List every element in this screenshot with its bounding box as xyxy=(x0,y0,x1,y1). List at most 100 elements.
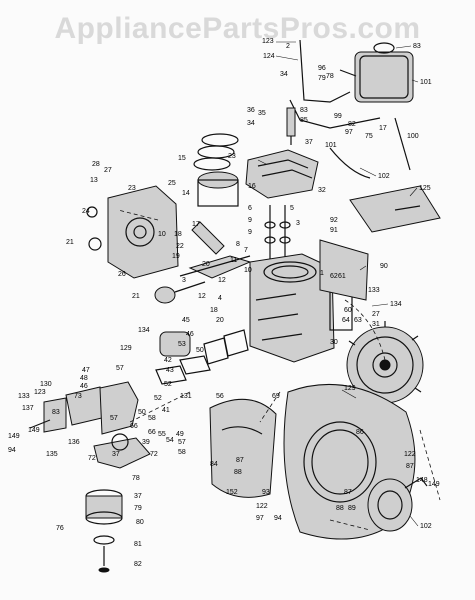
svg-text:19: 19 xyxy=(172,253,180,260)
svg-text:101: 101 xyxy=(420,79,432,86)
svg-text:69: 69 xyxy=(272,393,280,400)
svg-text:87: 87 xyxy=(236,457,244,464)
svg-text:21: 21 xyxy=(66,239,74,246)
svg-text:41: 41 xyxy=(162,407,170,414)
svg-text:1: 1 xyxy=(320,270,324,277)
svg-text:50: 50 xyxy=(138,409,146,416)
svg-text:122: 122 xyxy=(256,503,268,510)
svg-text:10: 10 xyxy=(244,267,252,274)
svg-text:137: 137 xyxy=(22,405,34,412)
svg-text:148: 148 xyxy=(416,477,428,484)
intake-gaskets xyxy=(155,329,249,385)
svg-text:30: 30 xyxy=(330,339,338,346)
valves xyxy=(264,205,291,260)
svg-text:100: 100 xyxy=(407,133,419,140)
part-label: 124 xyxy=(263,53,275,60)
svg-text:34: 34 xyxy=(280,71,288,78)
svg-text:11: 11 xyxy=(230,257,237,264)
svg-text:3: 3 xyxy=(182,277,186,284)
svg-text:83: 83 xyxy=(300,107,308,114)
svg-text:73: 73 xyxy=(74,393,82,400)
svg-text:90: 90 xyxy=(380,263,388,270)
svg-text:58: 58 xyxy=(178,449,186,456)
spark-plug xyxy=(286,107,296,145)
svg-text:57: 57 xyxy=(116,365,124,372)
svg-text:62: 62 xyxy=(330,273,338,280)
svg-text:99: 99 xyxy=(334,113,342,120)
svg-text:57: 57 xyxy=(110,415,118,422)
svg-text:122: 122 xyxy=(404,451,416,458)
part-number-labels: 123 124 2 34 83 101 96 79 78 36 34 35 83… xyxy=(8,38,440,568)
svg-text:36: 36 xyxy=(247,107,255,114)
muffler xyxy=(339,42,414,103)
svg-text:91: 91 xyxy=(330,227,338,234)
svg-text:25: 25 xyxy=(168,180,176,187)
svg-text:75: 75 xyxy=(365,133,373,140)
svg-text:83: 83 xyxy=(52,409,60,416)
svg-text:129: 129 xyxy=(344,385,356,392)
svg-text:61: 61 xyxy=(338,273,346,280)
svg-text:4: 4 xyxy=(218,295,222,302)
svg-text:133: 133 xyxy=(368,287,380,294)
leader-lines xyxy=(257,41,419,527)
svg-text:23: 23 xyxy=(128,185,136,192)
svg-text:43: 43 xyxy=(166,367,174,374)
svg-text:31: 31 xyxy=(372,321,380,328)
svg-text:7: 7 xyxy=(244,247,248,254)
svg-text:149: 149 xyxy=(28,427,40,434)
svg-text:13: 13 xyxy=(90,177,98,184)
svg-text:136: 136 xyxy=(68,439,80,446)
svg-text:37: 37 xyxy=(112,451,120,458)
svg-text:134: 134 xyxy=(390,301,402,308)
svg-text:135: 135 xyxy=(46,451,58,458)
svg-text:10: 10 xyxy=(158,231,166,238)
svg-text:24: 24 xyxy=(82,208,90,215)
svg-text:18: 18 xyxy=(174,231,182,238)
svg-text:76: 76 xyxy=(56,525,64,532)
breather-cover xyxy=(319,239,369,301)
svg-text:96: 96 xyxy=(318,65,326,72)
svg-text:82: 82 xyxy=(134,561,142,568)
svg-text:79: 79 xyxy=(134,505,142,512)
svg-text:125: 125 xyxy=(419,185,431,192)
svg-text:12: 12 xyxy=(198,293,206,300)
svg-text:87: 87 xyxy=(344,489,352,496)
svg-text:22: 22 xyxy=(176,243,184,250)
svg-text:80: 80 xyxy=(136,519,144,526)
site-watermark: AppliancePartsPros.com xyxy=(54,12,421,45)
svg-text:92: 92 xyxy=(330,217,338,224)
svg-text:134: 134 xyxy=(138,327,150,334)
svg-text:149: 149 xyxy=(8,433,20,440)
air-baffle xyxy=(209,398,277,498)
svg-text:85: 85 xyxy=(300,117,308,124)
svg-text:57: 57 xyxy=(178,439,186,446)
svg-text:60: 60 xyxy=(344,307,352,314)
svg-text:34: 34 xyxy=(247,120,255,127)
svg-text:78: 78 xyxy=(132,475,140,482)
svg-text:63: 63 xyxy=(354,317,362,324)
svg-text:129: 129 xyxy=(120,345,132,352)
svg-text:35: 35 xyxy=(258,110,266,117)
svg-text:64: 64 xyxy=(342,317,350,324)
svg-text:55: 55 xyxy=(158,431,166,438)
svg-text:81: 81 xyxy=(134,541,142,548)
svg-text:45: 45 xyxy=(182,317,190,324)
svg-text:97: 97 xyxy=(345,129,353,136)
svg-text:86: 86 xyxy=(356,429,364,436)
air-filter-pad xyxy=(349,185,441,233)
svg-text:5: 5 xyxy=(290,205,294,212)
assembly-dash-lines xyxy=(117,209,441,531)
svg-text:94: 94 xyxy=(274,515,282,522)
svg-text:16: 16 xyxy=(248,183,256,190)
svg-text:53: 53 xyxy=(178,341,186,348)
cylinder-head xyxy=(245,149,319,199)
svg-text:21: 21 xyxy=(132,293,140,300)
svg-text:149: 149 xyxy=(428,481,440,488)
svg-text:93: 93 xyxy=(262,489,270,496)
svg-text:42: 42 xyxy=(164,357,172,364)
svg-text:123: 123 xyxy=(34,389,46,396)
carburetor xyxy=(65,381,151,469)
svg-text:27: 27 xyxy=(104,167,112,174)
svg-text:46: 46 xyxy=(80,383,88,390)
